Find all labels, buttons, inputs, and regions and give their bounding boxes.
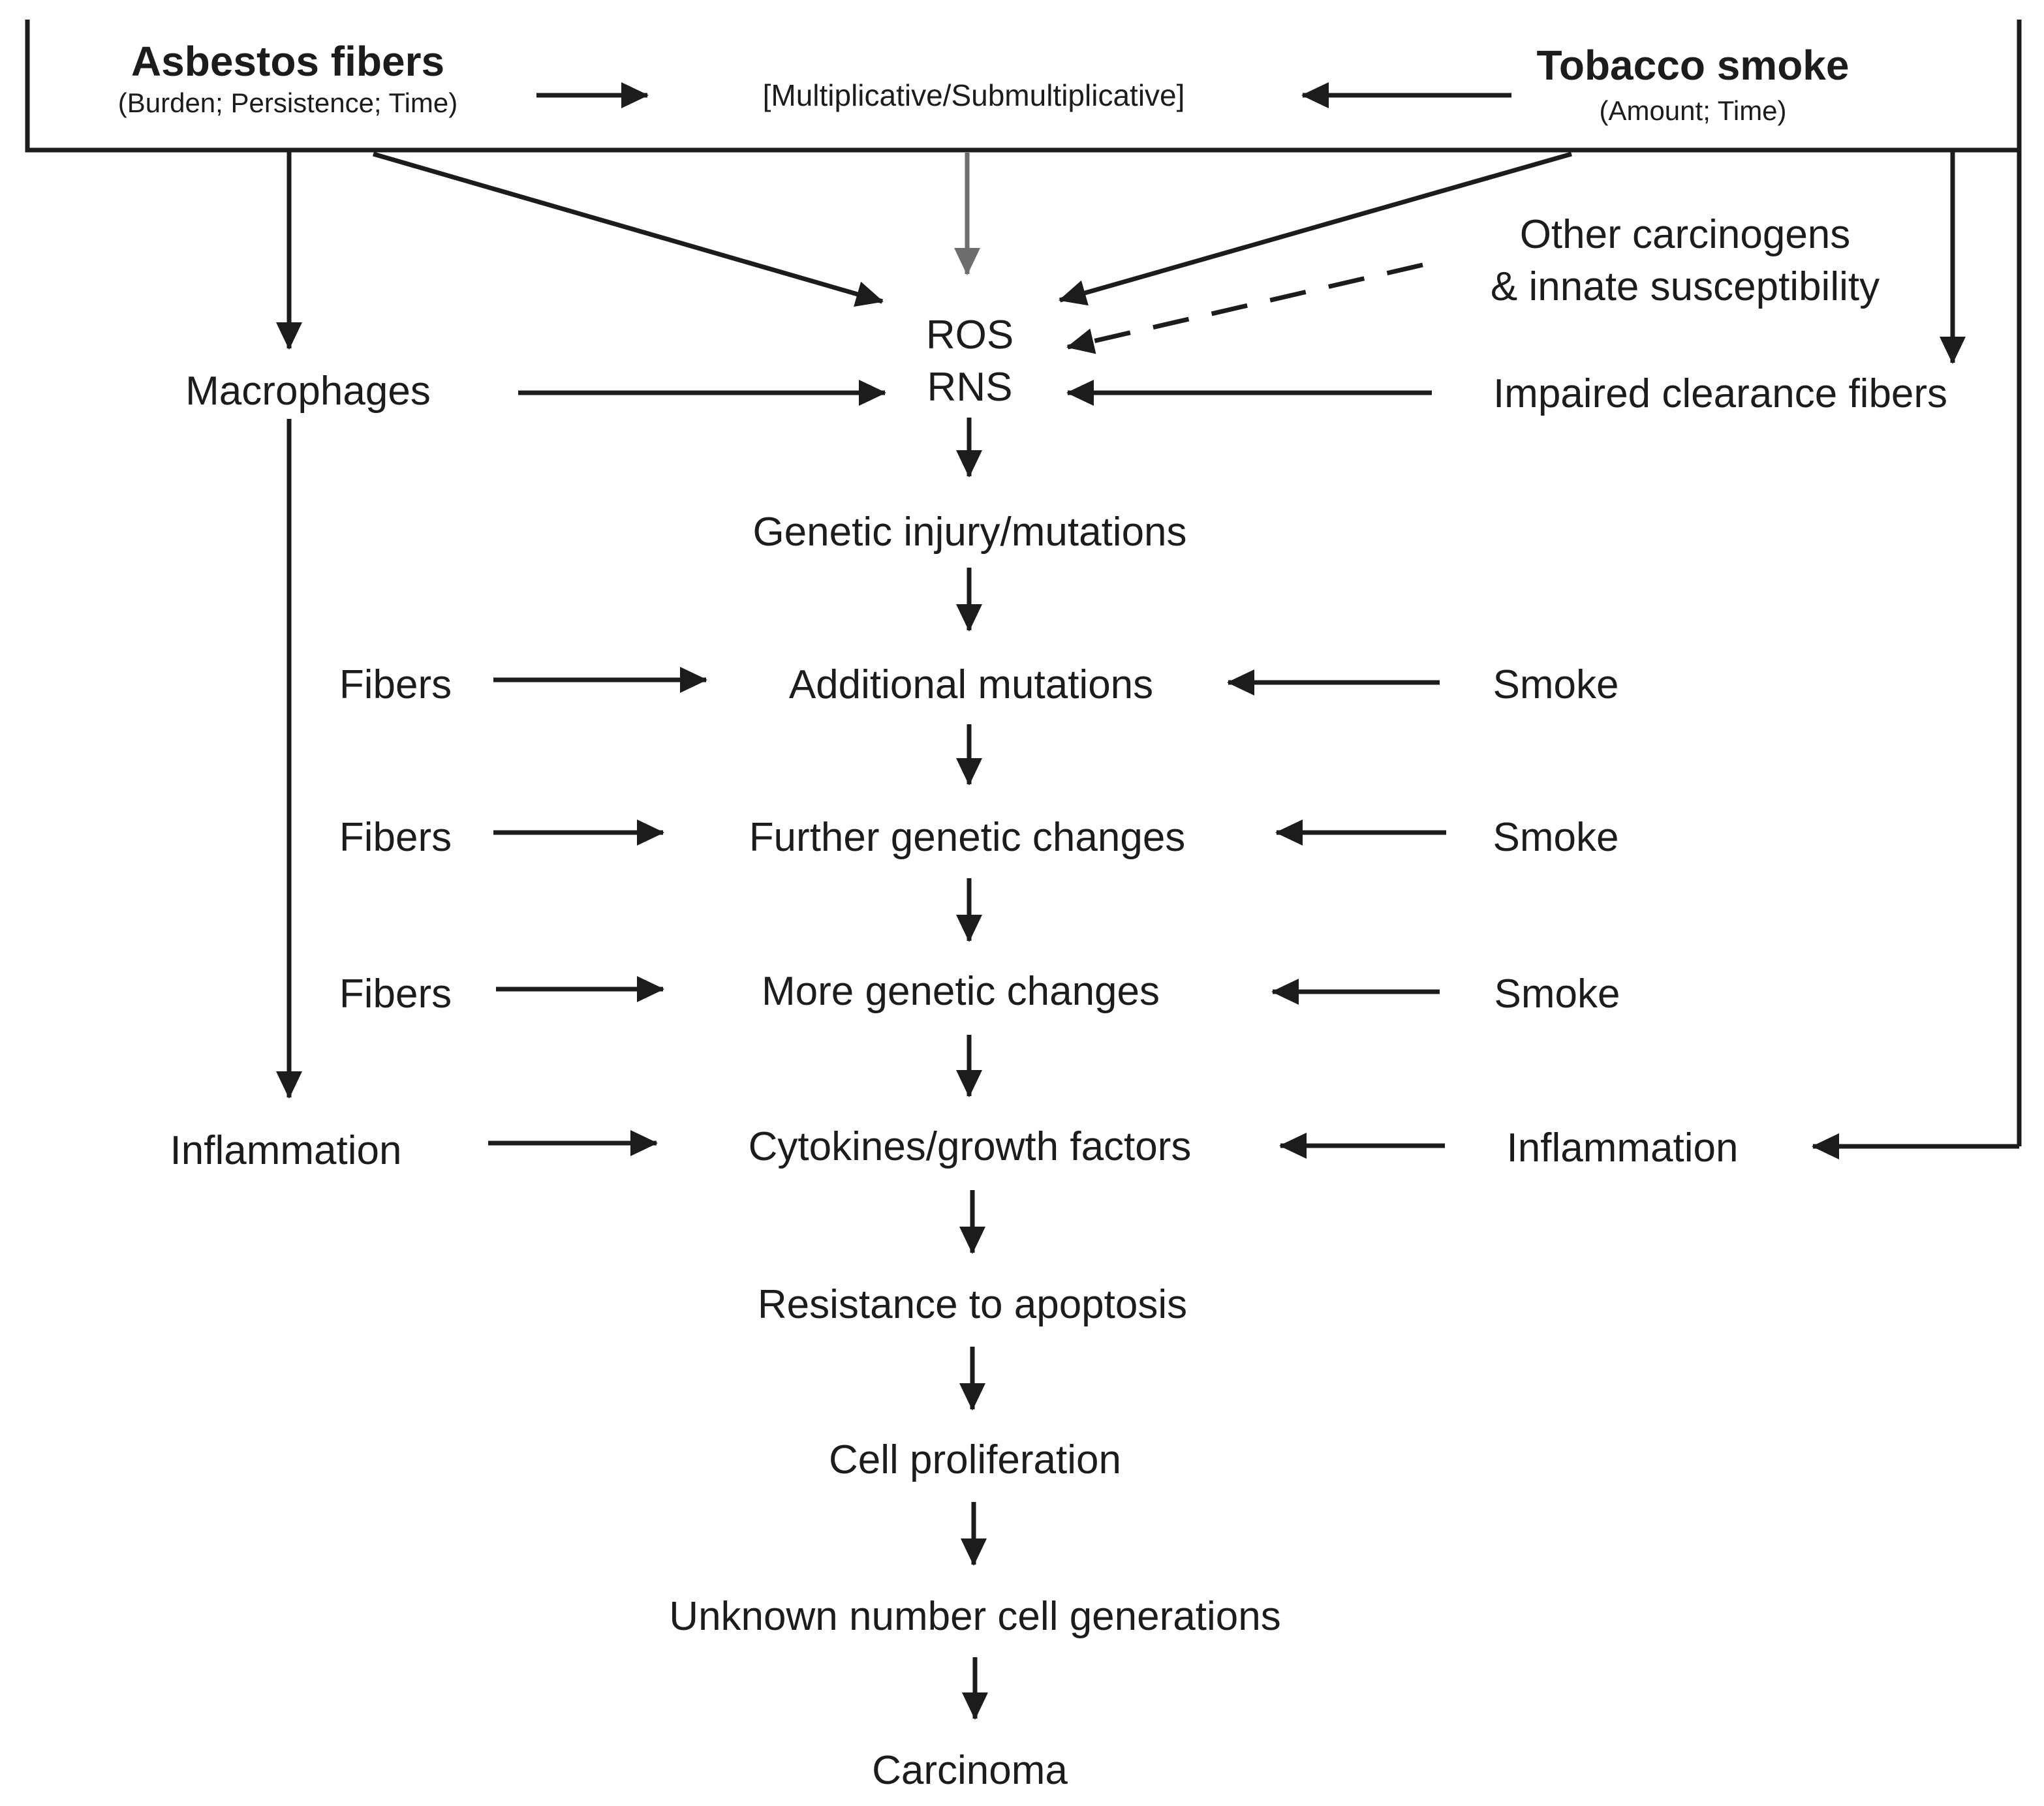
other-carcinogens-label: Other carcinogens (1519, 212, 1851, 257)
macrophages-node: Macrophages (185, 369, 431, 414)
fibers-label-2: Fibers (339, 815, 452, 860)
rns-node: RNS (927, 365, 1013, 410)
tobacco-smoke-subtitle: (Amount; Time) (1599, 95, 1787, 126)
additional-mutations-node: Additional mutations (788, 662, 1154, 707)
further-genetic-changes-node: Further genetic changes (749, 815, 1186, 860)
more-genetic-changes-node: More genetic changes (761, 969, 1160, 1014)
interaction-label: [Multiplicative/Submultiplicative] (762, 78, 1185, 112)
inflammation-right-node: Inflammation (1506, 1125, 1739, 1171)
impaired-clearance-node: Impaired clearance fibers (1493, 371, 1948, 416)
carcinoma-node: Carcinoma (872, 1748, 1068, 1793)
arrow-asbestos-to-ros (373, 151, 884, 307)
arrow-tobacco-to-ros (1059, 151, 1572, 306)
cell-generations-node: Unknown number cell generations (669, 1594, 1281, 1639)
smoke-label-1: Smoke (1493, 662, 1619, 707)
fibers-label-1: Fibers (339, 662, 452, 707)
top-bracket (25, 20, 2022, 153)
smoke-label-3: Smoke (1494, 972, 1620, 1017)
arrow-other-carcinogens-to-ros (1066, 262, 1423, 354)
asbestos-fibers-subtitle: (Burden; Persistence; Time) (117, 87, 458, 118)
smoke-label-2: Smoke (1493, 815, 1619, 860)
fibers-label-3: Fibers (339, 972, 452, 1017)
ros-node: ROS (925, 313, 1014, 358)
cell-proliferation-node: Cell proliferation (829, 1437, 1121, 1482)
cytokines-node: Cytokines/growth factors (748, 1124, 1192, 1169)
genetic-injury-node: Genetic injury/mutations (752, 510, 1187, 555)
asbestos-fibers-title: Asbestos fibers (131, 38, 445, 85)
resistance-apoptosis-node: Resistance to apoptosis (757, 1282, 1188, 1327)
tobacco-smoke-title: Tobacco smoke (1536, 42, 1850, 89)
innate-susceptibility-label: & innate susceptibility (1490, 264, 1880, 309)
inflammation-left-node: Inflammation (170, 1128, 402, 1173)
